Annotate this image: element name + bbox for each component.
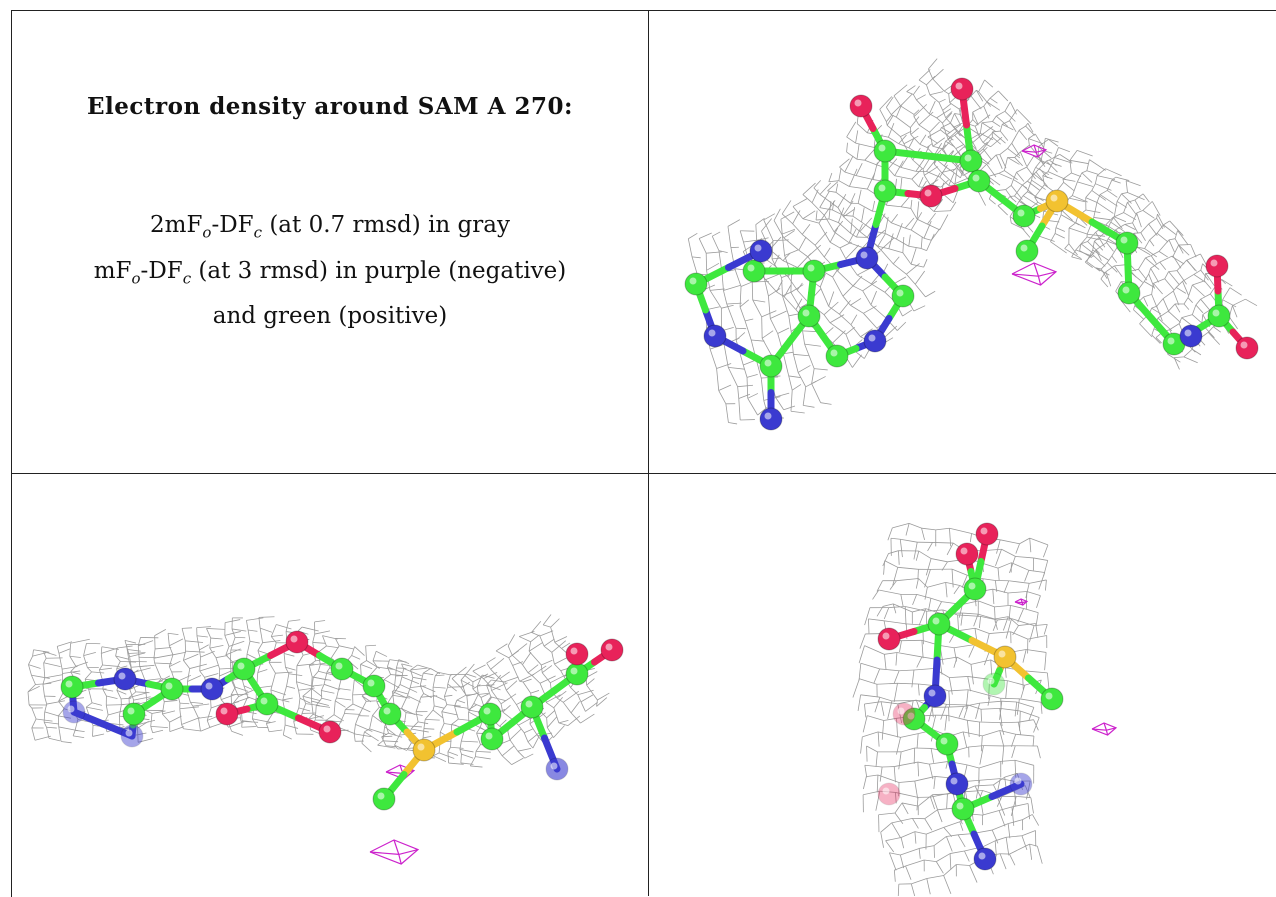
atom-oxygen <box>878 783 900 805</box>
atom-carbon <box>1013 205 1035 227</box>
atom-sulfur <box>413 739 435 761</box>
density-view-2 <box>12 474 648 896</box>
atom-carbon <box>964 578 986 600</box>
atom-oxygen <box>850 95 872 117</box>
atom-carbon <box>379 703 401 725</box>
atom-carbon <box>521 696 543 718</box>
atom-carbon <box>1041 688 1063 710</box>
atom-nitrogen <box>864 330 886 352</box>
atom-carbon <box>1016 240 1038 262</box>
atom-oxygen <box>893 703 915 725</box>
density-mesh-negative <box>1015 599 1027 605</box>
atom-carbon <box>760 355 782 377</box>
atom-carbon <box>874 140 896 162</box>
atom-nitrogen <box>856 247 878 269</box>
figure-title: Electron density around SAM A 270: <box>12 93 648 120</box>
atom-sulfur <box>994 646 1016 668</box>
atom-nitrogen <box>750 240 772 262</box>
atom-oxygen <box>566 643 588 665</box>
atom-carbon <box>1118 282 1140 304</box>
atom-nitrogen <box>63 701 85 723</box>
atom-carbon <box>960 150 982 172</box>
atom-nitrogen <box>924 685 946 707</box>
atom-carbon <box>481 728 503 750</box>
atom-carbon <box>983 673 1005 695</box>
caption-cell: Electron density around SAM A 270: 2mFo-… <box>12 11 648 473</box>
atom-nitrogen <box>546 758 568 780</box>
atom-nitrogen <box>946 773 968 795</box>
density-mesh-negative <box>1012 263 1056 285</box>
atom-carbon <box>874 180 896 202</box>
density-view-3 <box>649 474 1276 896</box>
atom-nitrogen <box>760 408 782 430</box>
atom-carbon <box>892 285 914 307</box>
atom-carbon <box>161 678 183 700</box>
atom-oxygen <box>216 703 238 725</box>
density-view-1 <box>649 11 1276 473</box>
atom-carbon <box>798 305 820 327</box>
legend-line-gray: 2mFo-DFc (at 0.7 rmsd) in gray <box>12 206 648 252</box>
atom-carbon <box>363 675 385 697</box>
atom-carbon <box>928 613 950 635</box>
atom-carbon <box>479 703 501 725</box>
atom-carbon <box>373 788 395 810</box>
atom-nitrogen <box>201 678 223 700</box>
atom-carbon <box>331 658 353 680</box>
atom-oxygen <box>878 628 900 650</box>
atom-carbon <box>1208 305 1230 327</box>
atom-oxygen <box>951 78 973 100</box>
atom-oxygen <box>1236 337 1258 359</box>
atom-carbon <box>566 663 588 685</box>
atom-carbon <box>968 170 990 192</box>
legend-line-positive: and green (positive) <box>12 297 648 335</box>
atom-oxygen <box>976 523 998 545</box>
atom-oxygen <box>1206 255 1228 277</box>
atom-sulfur <box>1046 190 1068 212</box>
atom-oxygen <box>601 639 623 661</box>
atom-carbon <box>936 733 958 755</box>
molecule-view-2-image <box>12 474 648 896</box>
sam-view-1-atoms <box>685 78 1258 430</box>
atom-carbon <box>826 345 848 367</box>
molecule-view-3-image <box>649 474 1276 896</box>
atom-carbon <box>61 676 83 698</box>
density-mesh-gray <box>28 615 609 768</box>
density-mesh-gray <box>853 523 1049 896</box>
atom-oxygen <box>920 185 942 207</box>
density-mesh-negative <box>1092 723 1116 735</box>
atom-nitrogen <box>114 668 136 690</box>
atom-carbon <box>743 260 765 282</box>
atom-nitrogen <box>1010 773 1032 795</box>
atom-carbon <box>256 693 278 715</box>
atom-oxygen <box>319 721 341 743</box>
atom-carbon <box>123 703 145 725</box>
atom-nitrogen <box>974 848 996 870</box>
legend-line-difference: mFo-DFc (at 3 rmsd) in purple (negative) <box>12 252 648 298</box>
atom-oxygen <box>956 543 978 565</box>
figure-legend: 2mFo-DFc (at 0.7 rmsd) in gray mFo-DFc (… <box>12 206 648 335</box>
atom-oxygen <box>286 631 308 653</box>
atom-nitrogen <box>121 725 143 747</box>
atom-carbon <box>803 260 825 282</box>
atom-nitrogen <box>704 325 726 347</box>
molecule-view-1-image <box>649 11 1276 473</box>
density-mesh-negative <box>370 840 418 864</box>
atom-nitrogen <box>1180 325 1202 347</box>
atom-carbon <box>1116 232 1138 254</box>
atom-carbon <box>685 273 707 295</box>
atom-carbon <box>233 658 255 680</box>
atom-carbon <box>952 798 974 820</box>
